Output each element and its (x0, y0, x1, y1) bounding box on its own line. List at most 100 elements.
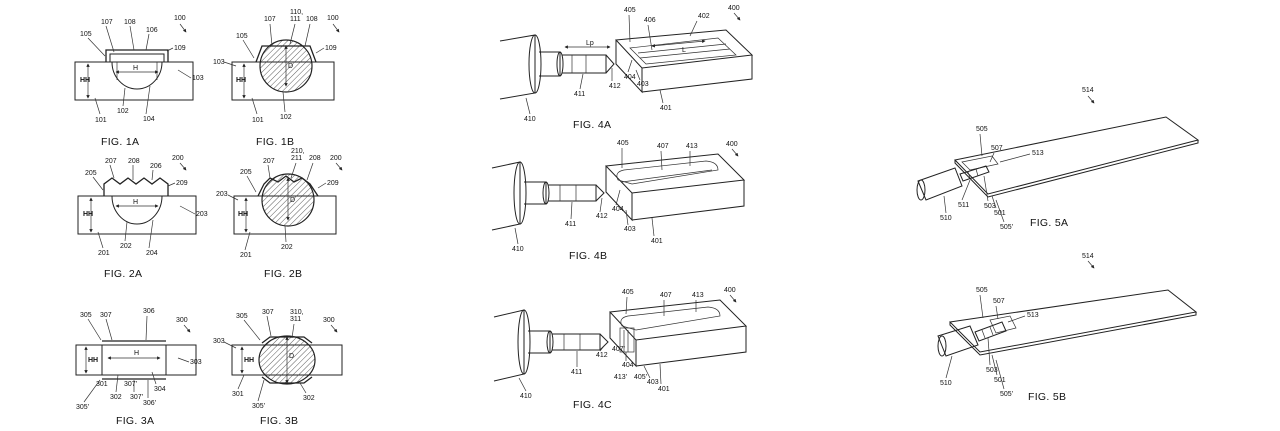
ref-102: 102 (280, 114, 292, 121)
ref-402: 402 (698, 13, 710, 20)
caption-fig-4b: FIG. 4B (569, 250, 607, 262)
through-opening (101, 344, 167, 376)
ref-513: 513 (1027, 312, 1039, 319)
ref-300: 300 (323, 317, 335, 324)
ref-303: 303 (213, 338, 225, 345)
ref-209: 209 (327, 180, 339, 187)
ref-501: 501 (994, 210, 1006, 217)
label-H: H (133, 65, 138, 72)
ref-407p: 407' (612, 346, 625, 353)
ref-401: 401 (651, 238, 663, 245)
ref-400: 400 (726, 141, 738, 148)
ref-407: 407 (660, 292, 672, 299)
ref-310: 310, (290, 309, 304, 316)
label-HH: HH (88, 357, 98, 364)
caption-fig-1b: FIG. 1B (256, 136, 294, 148)
ref-410: 410 (520, 393, 532, 400)
ref-412: 412 (596, 213, 608, 220)
label-HH: HH (244, 357, 254, 364)
ref-510: 510 (940, 380, 952, 387)
figure-4a: Lp L 400 405 406 402 404 412 403 401 411… (499, 5, 754, 131)
ref-104: 104 (143, 116, 155, 123)
ref-108: 108 (306, 16, 318, 23)
bowl-cavity (111, 61, 163, 90)
thin-card (954, 116, 1200, 195)
ref-403: 403 (637, 81, 649, 88)
figure-2b: D HH 200 205 207 210, 211 208 209 203 20… (216, 148, 343, 280)
ref-311: 311 (290, 316, 301, 323)
ref-404: 404 (612, 206, 624, 213)
ref-404: 404 (624, 74, 636, 81)
caption-fig-5a: FIG. 5A (1030, 217, 1068, 229)
ref-306: 306 (143, 308, 155, 315)
ref-405: 405 (617, 140, 629, 147)
plug-handle (493, 309, 525, 382)
caption-fig-4a: FIG. 4A (573, 119, 611, 131)
ref-200: 200 (330, 155, 342, 162)
ref-501: 501 (994, 377, 1006, 384)
plug-pin (552, 333, 601, 351)
ref-305: 305 (236, 313, 248, 320)
ref-405p: 405' (634, 374, 647, 381)
corrugated-cap (257, 175, 319, 197)
ref-413: 413 (686, 143, 698, 150)
slot-opening (989, 315, 1017, 334)
plug-pin (974, 321, 1007, 342)
ref-412: 412 (609, 83, 621, 90)
ref-410: 410 (524, 116, 536, 123)
label-H: H (133, 199, 138, 206)
bowl-cavity (111, 195, 163, 225)
ref-109: 109 (325, 45, 337, 52)
cap-cover (105, 49, 169, 62)
caption-fig-3b: FIG. 3B (260, 415, 298, 427)
ref-503: 503 (984, 203, 996, 210)
label-D: D (288, 63, 293, 70)
figure-5b: 514 505 507 513 503 501 510 505' FIG. 5B (937, 253, 1198, 403)
ref-405: 405 (622, 289, 634, 296)
ref-507: 507 (991, 145, 1003, 152)
ref-103: 103 (213, 59, 225, 66)
ref-513: 513 (1032, 150, 1044, 157)
ref-202: 202 (120, 243, 132, 250)
receptacle-block-top (608, 299, 748, 341)
ref-505: 505 (976, 126, 988, 133)
ref-107: 107 (101, 19, 113, 26)
label-D: D (290, 197, 295, 204)
ref-514: 514 (1082, 87, 1094, 94)
ref-302: 302 (303, 395, 315, 402)
thin-card (948, 289, 1198, 353)
ref-301: 301 (96, 381, 108, 388)
ref-413: 413 (692, 292, 704, 299)
ref-206: 206 (150, 163, 162, 170)
ref-203: 203 (196, 211, 208, 218)
plug-handle (499, 34, 536, 100)
ref-406: 406 (644, 17, 656, 24)
ref-205: 205 (240, 169, 252, 176)
ref-505p: 505' (1000, 224, 1013, 231)
ref-103: 103 (192, 75, 204, 82)
ref-105: 105 (236, 33, 248, 40)
ref-305: 305 (80, 312, 92, 319)
plug-pin (562, 54, 607, 74)
ref-410: 410 (512, 246, 524, 253)
ref-208: 208 (309, 155, 321, 162)
figure-4c: 400 405 407 413 412 407' 404 405' 413' 4… (493, 287, 748, 411)
ref-211: 211 (291, 155, 302, 162)
label-HH: HH (236, 77, 246, 84)
ref-511: 511 (958, 202, 969, 209)
figure-4b: 400 405 407 413 404 412 403 401 411 410 … (491, 140, 746, 262)
ref-109: 109 (174, 45, 186, 52)
figure-3b: D HH 300 305 307 310, 311 303 301 305' 3… (213, 309, 343, 427)
ref-200: 200 (172, 155, 184, 162)
ref-208: 208 (128, 158, 140, 165)
ref-106: 106 (146, 27, 158, 34)
ref-510: 510 (940, 215, 952, 222)
ref-503: 503 (986, 367, 998, 374)
ref-400: 400 (728, 5, 740, 12)
ref-107: 107 (264, 16, 276, 23)
ref-102: 102 (117, 108, 129, 115)
caption-fig-3a: FIG. 3A (116, 415, 154, 427)
figure-1a: H HH 100 105 107 108 106 109 103 101 102… (74, 15, 204, 148)
ref-412: 412 (596, 352, 608, 359)
ref-209: 209 (176, 180, 188, 187)
